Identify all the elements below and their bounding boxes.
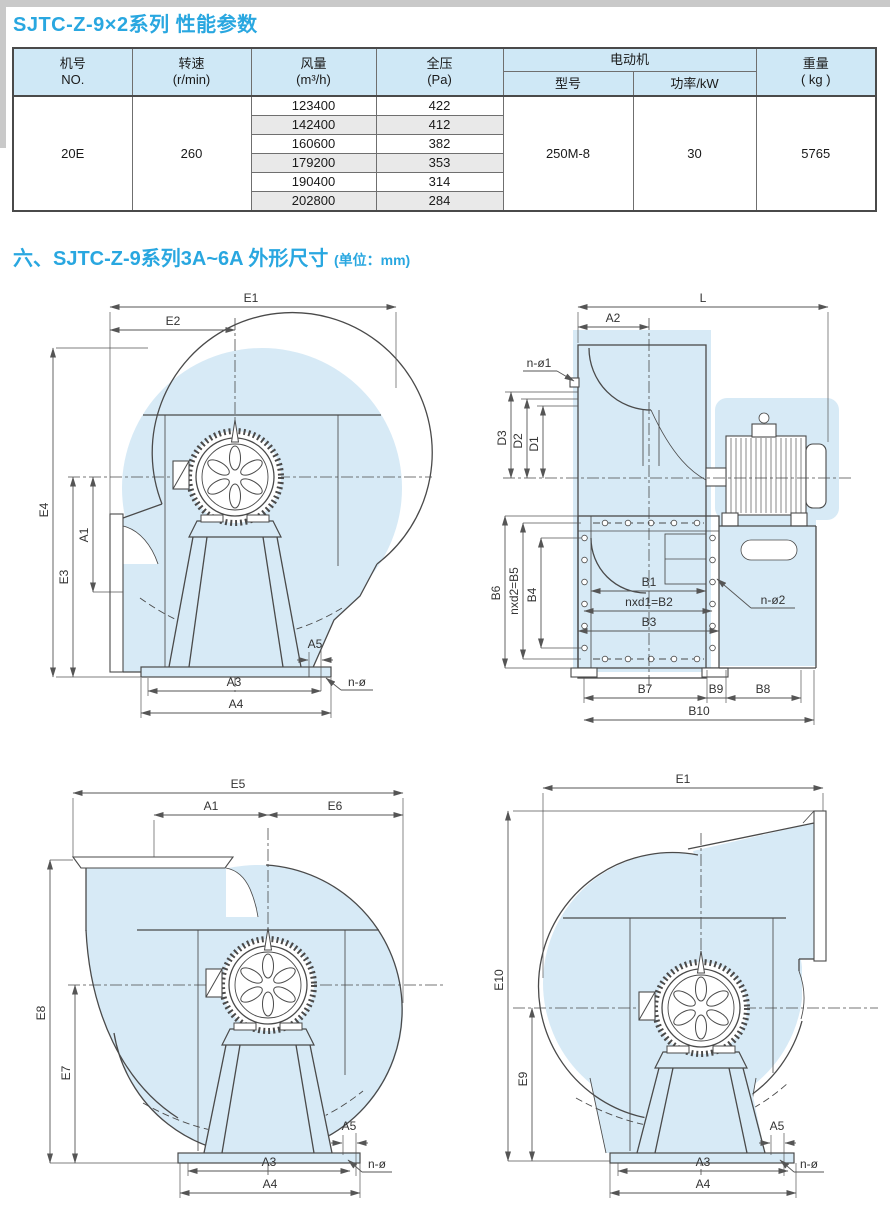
dim-label-b5: nxd2=B5: [507, 567, 521, 615]
drawing-side-view-3: E1 E10 E9 A5 A3 A4 n-ø: [458, 772, 888, 1218]
dim-label-e1: E1: [676, 773, 691, 786]
drawing-side-view-2: E5 A1 E6 E8 E7 A5 A3 A4 n-ø: [28, 773, 458, 1218]
dim-label-e5: E5: [231, 777, 246, 791]
dim-label-a3: A3: [262, 1155, 277, 1169]
dim-label-n-phi: n-ø: [800, 1157, 819, 1171]
dim-label-e6: E6: [328, 799, 343, 813]
dim-label-d1: D1: [527, 436, 541, 452]
dim-label-b9: B9: [709, 682, 724, 696]
dimensions: E1 E2 E4 E3 A1 A5 A3 A4 n-ø: [37, 291, 397, 718]
cell-machine-no: 20E: [12, 95, 133, 212]
pedestal: [609, 1051, 795, 1164]
dimensions-title-text: 六、SJTC-Z-9系列3A~6A 外形尺寸: [13, 248, 329, 270]
dimensions: L A2 n-ø1 D3 D2 D1 B6 nxd2=B5 B4 B1 nxd1…: [489, 291, 829, 725]
cell-flow-0: 123400: [250, 95, 377, 116]
cell-speed: 260: [131, 95, 252, 212]
header-weight: 重量 ( kg ): [755, 47, 877, 97]
dim-label-e7: E7: [59, 1065, 73, 1080]
dim-label-b3: B3: [642, 615, 657, 629]
dim-label-e4: E4: [37, 502, 51, 517]
cell-motor-power: 30: [632, 95, 757, 212]
dim-label-a3: A3: [696, 1155, 711, 1169]
cell-pressure-1: 412: [375, 115, 504, 135]
header-pressure: 全压 (Pa): [375, 47, 504, 97]
header-machine-no: 机号 NO.: [12, 47, 133, 97]
scan-edge-top: [0, 0, 890, 7]
dim-label-e10: E10: [492, 969, 506, 991]
drawing-side-view-1: E1 E2 E4 E3 A1 A5 A3 A4 n-ø: [28, 288, 453, 745]
dim-label-a1: A1: [77, 527, 91, 542]
dim-label-n-phi1: n-ø1: [527, 356, 552, 370]
dim-label-a3: A3: [227, 675, 242, 689]
cell-flow-2: 160600: [250, 134, 377, 154]
dim-label-a5: A5: [770, 1119, 785, 1133]
cell-pressure-0: 422: [375, 95, 504, 116]
motor: [705, 412, 827, 527]
dim-label-n-phi: n-ø: [368, 1157, 387, 1171]
cell-pressure-5: 284: [375, 191, 504, 212]
dim-label-b1: B1: [642, 575, 657, 589]
dimensions-unit-text: (单位：mm): [333, 252, 411, 268]
dim-label-a4: A4: [229, 697, 244, 711]
cell-motor-model: 250M-8: [502, 95, 634, 212]
cell-flow-3: 179200: [250, 153, 377, 173]
front-view-svg: L A2 n-ø1 D3 D2 D1 B6 nxd2=B5 B4 B1 nxd1…: [489, 291, 851, 725]
cell-flow-5: 202800: [250, 191, 377, 212]
dim-label-n-phi: n-ø: [348, 675, 367, 689]
dim-label-a1: A1: [204, 799, 219, 813]
dim-label-b2: nxd1=B2: [625, 595, 673, 609]
header-speed: 转速 (r/min): [131, 47, 252, 97]
dim-label-a2: A2: [606, 311, 621, 325]
header-flow: 风量 (m³/h): [250, 47, 377, 97]
dim-label-a4: A4: [696, 1177, 711, 1191]
dim-label-b8: B8: [756, 682, 771, 696]
pedestal: [140, 520, 332, 678]
dim-label-b7: B7: [638, 682, 653, 696]
header-motor-model: 型号: [502, 71, 634, 97]
dimensions: E5 A1 E6 E8 E7 A5 A3 A4 n-ø: [34, 777, 404, 1198]
pedestal: [177, 1028, 361, 1164]
dim-label-e3: E3: [57, 569, 71, 584]
dim-label-d2: D2: [511, 433, 525, 449]
dimensions: E1 E10 E9 A5 A3 A4 n-ø: [492, 772, 824, 1198]
dim-label-a5: A5: [342, 1119, 357, 1133]
side-view-1-svg: E1 E2 E4 E3 A1 A5 A3 A4 n-ø: [37, 291, 433, 718]
dim-label-d3: D3: [495, 430, 509, 446]
cell-flow-4: 190400: [250, 172, 377, 192]
dim-label-e8: E8: [34, 1005, 48, 1020]
side-view-3-svg: E1 E10 E9 A5 A3 A4 n-ø: [492, 772, 878, 1198]
dim-label-a4: A4: [263, 1177, 278, 1191]
base-frame: [570, 515, 817, 678]
dim-label-n-phi2: n-ø2: [761, 593, 786, 607]
side-view-2-svg: E5 A1 E6 E8 E7 A5 A3 A4 n-ø: [34, 777, 446, 1198]
cell-pressure-3: 353: [375, 153, 504, 173]
cell-pressure-4: 314: [375, 172, 504, 192]
dim-label-e2: E2: [166, 314, 181, 328]
dim-label-a5: A5: [308, 637, 323, 651]
cell-flow-1: 142400: [250, 115, 377, 135]
drawing-front-view: L A2 n-ø1 D3 D2 D1 B6 nxd2=B5 B4 B1 nxd1…: [453, 288, 888, 753]
dim-label-b4: B4: [525, 587, 539, 602]
dimensions-section-title: 六、SJTC-Z-9系列3A~6A 外形尺寸 (单位：mm): [13, 242, 410, 271]
performance-table: 机号 NO. 转速 (r/min) 风量 (m³/h) 全压 (Pa) 电动机 …: [12, 47, 878, 212]
header-motor-group: 电动机: [502, 47, 757, 72]
dim-label-b10: B10: [688, 704, 710, 718]
centerlines: [503, 318, 851, 686]
scan-edge-left: [0, 0, 6, 148]
cell-weight: 5765: [755, 95, 877, 212]
performance-section-title: SJTC-Z-9×2系列 性能参数: [13, 14, 258, 36]
dim-label-l: L: [700, 291, 707, 305]
dim-label-e1: E1: [244, 291, 259, 305]
cell-pressure-2: 382: [375, 134, 504, 154]
header-motor-power: 功率/kW: [632, 71, 757, 97]
bolt-holes: [581, 519, 716, 663]
dim-label-b6: B6: [489, 585, 503, 600]
dim-label-e9: E9: [516, 1071, 530, 1086]
